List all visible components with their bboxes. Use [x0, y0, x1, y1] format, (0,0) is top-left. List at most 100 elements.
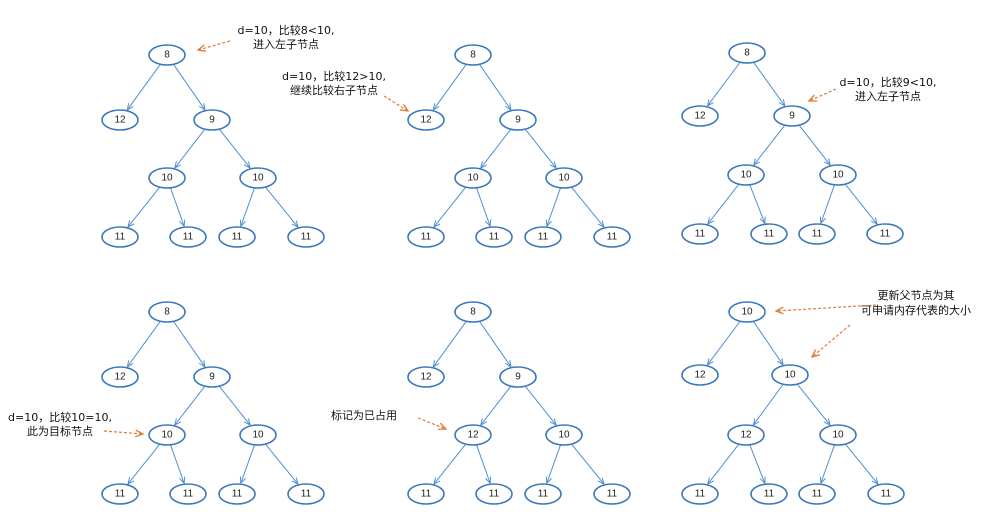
node-ellipse	[681, 223, 719, 245]
node-ellipse	[524, 226, 562, 248]
tree-node: 10	[545, 424, 583, 446]
node-ellipse	[475, 483, 513, 505]
tree-edge	[707, 320, 741, 365]
tree-edge	[175, 385, 206, 425]
node-label: 12	[694, 370, 706, 381]
tree-edge	[218, 385, 250, 425]
tree-edge	[479, 64, 511, 110]
node-ellipse	[727, 164, 765, 186]
node-label: 12	[420, 372, 432, 383]
step-annotation: d=10，比较12>10,继续比较右子节点	[282, 69, 408, 111]
annotation-text: d=10，比较12>10,	[282, 69, 386, 83]
node-label: 11	[764, 489, 775, 500]
node-ellipse	[771, 364, 809, 386]
tree-node: 11	[524, 483, 562, 505]
tree-edge	[128, 186, 161, 227]
node-ellipse	[499, 109, 537, 131]
node-ellipse	[454, 301, 492, 323]
node-label: 9	[515, 372, 521, 383]
tree-edge	[821, 444, 835, 483]
tree-node: 12	[681, 105, 719, 127]
tree-edge	[481, 385, 512, 425]
tree-node: 9	[499, 366, 537, 388]
tree-edge	[707, 61, 741, 106]
tree-node: 11	[475, 483, 513, 505]
node-ellipse	[193, 109, 231, 131]
tree-node: 10	[454, 167, 492, 189]
node-label: 10	[740, 170, 752, 181]
tree-edge	[798, 124, 830, 165]
node-ellipse	[148, 44, 186, 66]
node-label: 8	[164, 307, 170, 318]
tree-edge	[170, 444, 184, 483]
tree-edge	[547, 187, 561, 226]
annotation-text: 进入左子节点	[855, 90, 921, 103]
tree-node: 10	[545, 167, 583, 189]
node-label: 9	[789, 111, 795, 122]
node-ellipse	[169, 226, 207, 248]
tree-edge	[127, 63, 161, 110]
annotation-text: 标记为已占用	[331, 408, 397, 422]
tree-node: 11	[407, 483, 445, 505]
node-ellipse	[681, 483, 719, 505]
node-ellipse	[750, 483, 788, 505]
node-label: 11	[764, 229, 775, 240]
node-ellipse	[867, 483, 905, 505]
tree-edge	[752, 321, 783, 364]
tree-edge	[433, 320, 467, 367]
tree-node: 9	[499, 109, 537, 131]
annotation-text: d=10，比较10=10,	[8, 410, 112, 424]
tree-edge	[753, 383, 784, 425]
tree-edge	[128, 443, 161, 484]
node-label: 12	[467, 430, 479, 441]
tree-node: 10	[148, 167, 186, 189]
node-label: 11	[607, 232, 618, 243]
node-ellipse	[148, 424, 186, 446]
node-label: 8	[470, 307, 476, 318]
node-ellipse	[407, 226, 445, 248]
node-ellipse	[545, 167, 583, 189]
annotation-text: 此为目标节点	[27, 424, 93, 438]
tree-edge	[241, 444, 255, 483]
node-ellipse	[728, 301, 766, 323]
node-label: 10	[161, 173, 173, 184]
node-label: 11	[880, 229, 891, 240]
node-label: 10	[252, 173, 264, 184]
tree-node: 11	[101, 483, 139, 505]
node-ellipse	[728, 42, 766, 64]
annotation-arrow	[417, 417, 446, 429]
node-label: 11	[812, 489, 823, 500]
tree-edge	[571, 186, 604, 227]
node-label: 11	[607, 489, 618, 500]
node-ellipse	[773, 105, 811, 127]
node-label: 11	[421, 232, 432, 243]
tree-edge	[708, 183, 740, 224]
node-label: 9	[209, 115, 215, 126]
node-ellipse	[866, 223, 904, 245]
node-ellipse	[524, 483, 562, 505]
tree-edge	[265, 186, 298, 227]
tree-node: 12	[454, 424, 492, 446]
tree-node: 11	[750, 223, 788, 245]
node-label: 11	[489, 232, 500, 243]
tree-node: 11	[866, 223, 904, 245]
node-ellipse	[239, 424, 277, 446]
node-ellipse	[101, 109, 139, 131]
node-label: 8	[744, 48, 750, 59]
node-label: 12	[420, 115, 432, 126]
node-ellipse	[593, 483, 631, 505]
node-ellipse	[454, 424, 492, 446]
node-ellipse	[148, 301, 186, 323]
tree-node: 12	[727, 424, 765, 446]
node-label: 11	[812, 229, 823, 240]
tree-node: 8	[728, 42, 766, 64]
annotation-arrow	[198, 40, 231, 50]
node-label: 10	[558, 430, 570, 441]
tree-node: 12	[681, 364, 719, 386]
node-label: 11	[232, 232, 243, 243]
node-ellipse	[407, 483, 445, 505]
